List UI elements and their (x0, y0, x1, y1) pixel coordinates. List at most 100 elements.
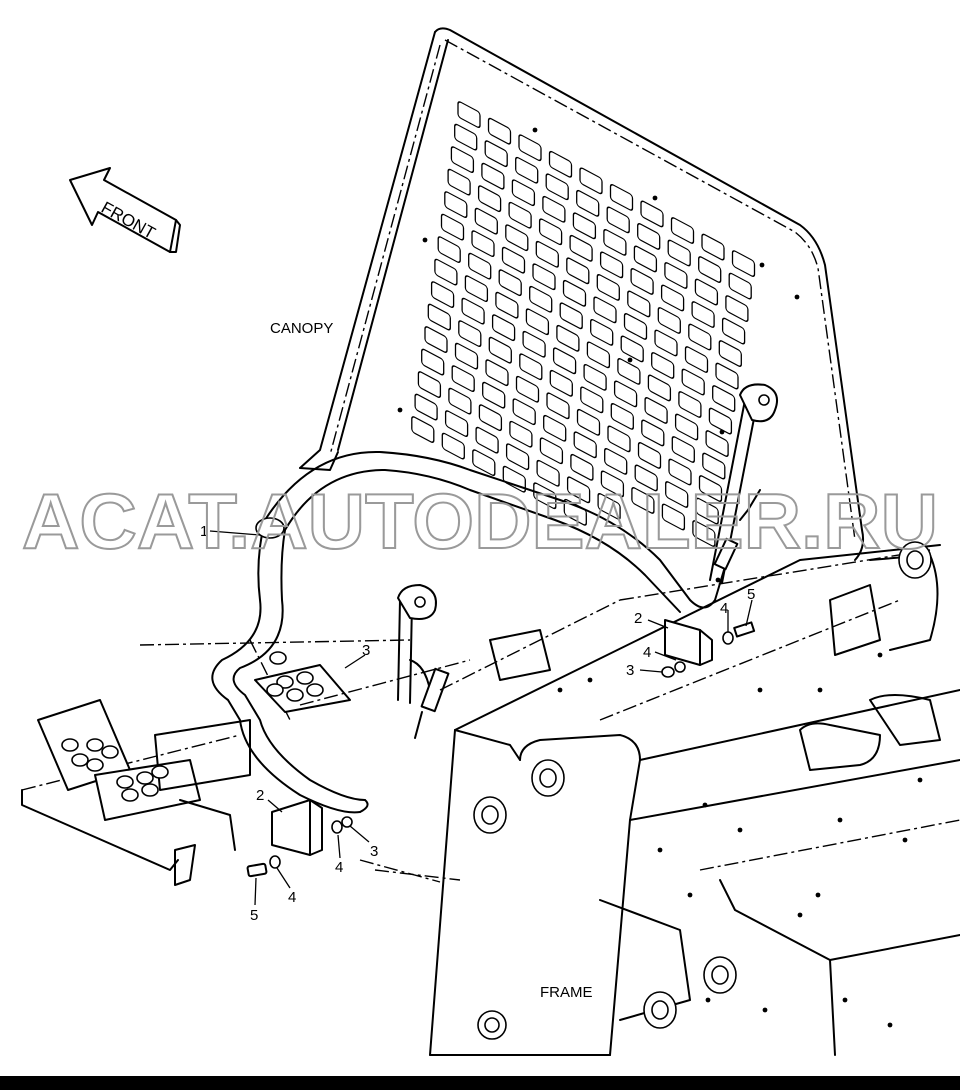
screen-cell (538, 218, 563, 246)
grab-handle-part-1 (211, 450, 731, 814)
screen-cell (668, 458, 692, 486)
screen-cell (596, 273, 620, 301)
screen-cell (631, 487, 655, 514)
screen-cell (698, 256, 722, 283)
screen-cell (637, 442, 662, 469)
screen-cell (698, 475, 723, 502)
screen-cell (457, 101, 481, 129)
screen-cell (509, 420, 533, 448)
callout-4-top-b: 4 (720, 600, 728, 617)
screen-cell (546, 392, 570, 420)
screen-cell (637, 223, 661, 250)
screen-cell (563, 498, 587, 526)
screen-cell (599, 251, 624, 279)
rivet-dot (719, 429, 725, 435)
screen-cell (606, 206, 630, 234)
screen-cell (548, 150, 573, 178)
screen-cell (694, 278, 719, 306)
screen-cell (654, 329, 678, 357)
screen-cell (708, 407, 733, 435)
screen-cell (576, 408, 601, 436)
screen-cell (414, 393, 438, 421)
rivet-dot (797, 912, 803, 918)
screen-cell (593, 296, 617, 324)
callout-numbers: 1 2 4 3 4 5 3 2 3 4 4 5 (200, 523, 755, 924)
screen-cell (542, 195, 566, 223)
screen-cell (549, 369, 573, 397)
frame-label: FRAME (540, 984, 593, 1001)
screen-cell (692, 520, 716, 547)
screen-cell (424, 326, 448, 353)
screen-cell (529, 285, 553, 313)
screen-cell (441, 432, 465, 460)
screen-cell (477, 185, 502, 213)
callout-4-top-a: 4 (643, 644, 651, 661)
screen-cell (488, 336, 512, 364)
screen-cell (644, 397, 668, 424)
pedal-hole (151, 765, 169, 779)
callout-5-bottom: 5 (250, 907, 258, 924)
callout-leaders (209, 530, 753, 906)
screen-cell (487, 117, 512, 145)
screen-cell (691, 301, 715, 328)
screen-cell (532, 263, 556, 291)
screen-cell (451, 365, 475, 393)
screen-cell (725, 295, 749, 322)
screen-cell (474, 207, 498, 235)
screen-cell (464, 275, 489, 303)
canopy-label: CANOPY (270, 320, 333, 337)
screen-cell (552, 347, 577, 375)
pedal-hole (116, 775, 134, 789)
screen-cell (678, 391, 702, 418)
screen-cell (444, 191, 468, 218)
screen-cell (508, 201, 532, 229)
screen-cell (533, 482, 557, 510)
bottom-border-bar (0, 1076, 960, 1090)
screen-cell (482, 381, 506, 409)
screen-cell (525, 308, 550, 336)
rivet-dot (705, 997, 711, 1003)
screen-cell (600, 470, 625, 498)
rivet-dot (902, 837, 908, 843)
screen-cell (660, 284, 685, 312)
screen-cell (570, 453, 594, 481)
rivet-dot (794, 294, 800, 300)
pedal-hole (286, 688, 304, 702)
screen-cell (515, 375, 540, 403)
pedal-hole (266, 683, 284, 697)
screen-cell (728, 272, 752, 300)
screen-cell (610, 403, 634, 430)
screen-cell (566, 257, 590, 285)
screen-cell (640, 200, 664, 228)
rivet-dot (917, 777, 923, 783)
screen-cell (620, 335, 644, 363)
rivet-dot (652, 195, 658, 201)
pedal-hole (71, 753, 89, 767)
screen-cell (535, 240, 559, 268)
screen-cell (511, 179, 536, 207)
screen-cell (674, 413, 699, 441)
screen-cell (495, 291, 519, 319)
screen-cell (617, 358, 641, 385)
bracket-bottom (246, 799, 353, 878)
screen-cell (427, 303, 451, 331)
rivet-dot (877, 652, 883, 658)
rivet-dot (627, 357, 633, 363)
screen-cell (448, 387, 472, 415)
rivet-dot (657, 847, 663, 853)
screen-cell (562, 279, 587, 307)
screen-cell (543, 414, 567, 442)
screen-cell (630, 268, 654, 295)
rivet-dot (397, 407, 403, 413)
screen-cell (572, 212, 597, 240)
pedal-hole (306, 683, 324, 697)
screen-cell (718, 340, 742, 367)
screen-cell (583, 363, 607, 391)
screen-cell (701, 233, 725, 261)
screen-cell (472, 449, 496, 477)
screen-cell (440, 213, 465, 241)
screen-cell (667, 239, 691, 267)
screen-cell (576, 189, 600, 217)
screen-cell (559, 302, 583, 330)
